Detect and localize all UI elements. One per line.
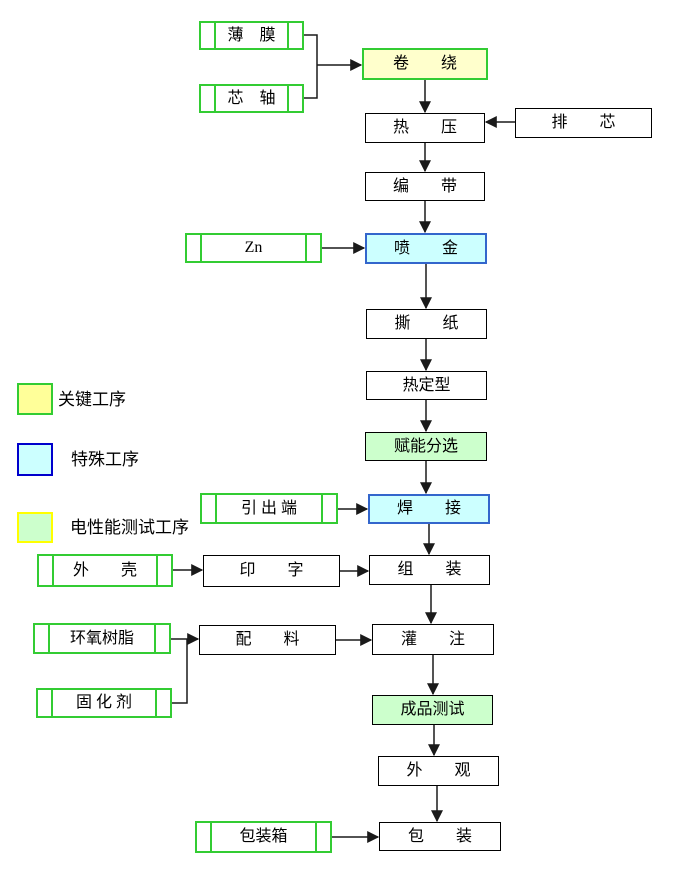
node-winding-label: 卷 绕 xyxy=(392,55,457,72)
node-lead-terminal: 引 出 端 xyxy=(200,493,338,524)
node-packing-box: 包装箱 xyxy=(195,821,332,853)
node-welding: 焊 接 xyxy=(368,494,490,524)
legend-chip-electrical-test-process xyxy=(17,512,53,543)
node-epoxy-resin: 环氧树脂 xyxy=(33,623,171,654)
legend-chip-key-process xyxy=(17,383,53,415)
node-final-test-label: 成品测试 xyxy=(400,701,465,718)
legend-label-electrical-test-process: 电性能测试工序 xyxy=(70,518,189,537)
node-packing: 包 装 xyxy=(379,822,501,851)
connector-film-coreshaft-bracket xyxy=(304,34,318,99)
node-zn-label: Zn xyxy=(244,239,263,256)
node-curing-agent-label: 固 化 剂 xyxy=(75,694,132,711)
node-core-shaft: 芯 轴 xyxy=(199,84,304,113)
node-lead-terminal-label: 引 出 端 xyxy=(240,499,297,517)
node-energize-sorting: 赋能分选 xyxy=(365,432,487,461)
node-zn: Zn xyxy=(185,233,322,263)
node-hot-press-label: 热 压 xyxy=(392,119,457,136)
node-core-arrange: 排 芯 xyxy=(515,108,652,138)
node-printing: 印 字 xyxy=(203,555,340,587)
node-heat-setting: 热定型 xyxy=(366,371,487,400)
node-core-arrange-label: 排 芯 xyxy=(551,114,616,131)
node-batching-label: 配 料 xyxy=(235,631,300,648)
node-heat-setting-label: 热定型 xyxy=(402,376,451,394)
node-shell: 外 壳 xyxy=(37,554,173,587)
node-packing-box-label: 包装箱 xyxy=(239,828,288,845)
node-metal-spray-label: 喷 金 xyxy=(393,239,458,257)
node-hot-press: 热 压 xyxy=(365,113,485,143)
node-winding: 卷 绕 xyxy=(362,48,488,80)
node-shell-label: 外 壳 xyxy=(72,561,137,579)
node-film: 薄 膜 xyxy=(199,21,304,50)
node-appearance-label: 外 观 xyxy=(406,762,471,779)
node-metal-spray: 喷 金 xyxy=(365,233,487,264)
node-paper-tear: 撕 纸 xyxy=(366,309,487,339)
node-potting-label: 灌 注 xyxy=(400,630,465,648)
legend-chip-special-process xyxy=(17,443,53,476)
node-paper-tear-label: 撕 纸 xyxy=(394,315,459,332)
node-epoxy-resin-label: 环氧树脂 xyxy=(69,629,134,647)
connector-curingagent-bracket xyxy=(172,639,188,704)
node-potting: 灌 注 xyxy=(372,624,494,655)
node-batching: 配 料 xyxy=(199,625,336,655)
node-taping-label: 编 带 xyxy=(392,177,457,195)
node-assembly: 组 装 xyxy=(369,555,490,585)
node-film-label: 薄 膜 xyxy=(227,26,276,44)
node-assembly-label: 组 装 xyxy=(397,561,462,578)
node-curing-agent: 固 化 剂 xyxy=(36,688,172,718)
node-energize-sorting-label: 赋能分选 xyxy=(393,437,458,455)
node-taping: 编 带 xyxy=(365,172,485,201)
node-packing-label: 包 装 xyxy=(407,827,472,845)
node-appearance: 外 观 xyxy=(378,756,499,786)
legend-label-special-process: 特殊工序 xyxy=(71,450,139,469)
legend-label-key-process: 关键工序 xyxy=(58,390,126,409)
node-final-test: 成品测试 xyxy=(372,695,493,725)
node-welding-label: 焊 接 xyxy=(396,500,461,517)
node-core-shaft-label: 芯 轴 xyxy=(227,89,276,107)
node-printing-label: 印 字 xyxy=(239,562,304,579)
